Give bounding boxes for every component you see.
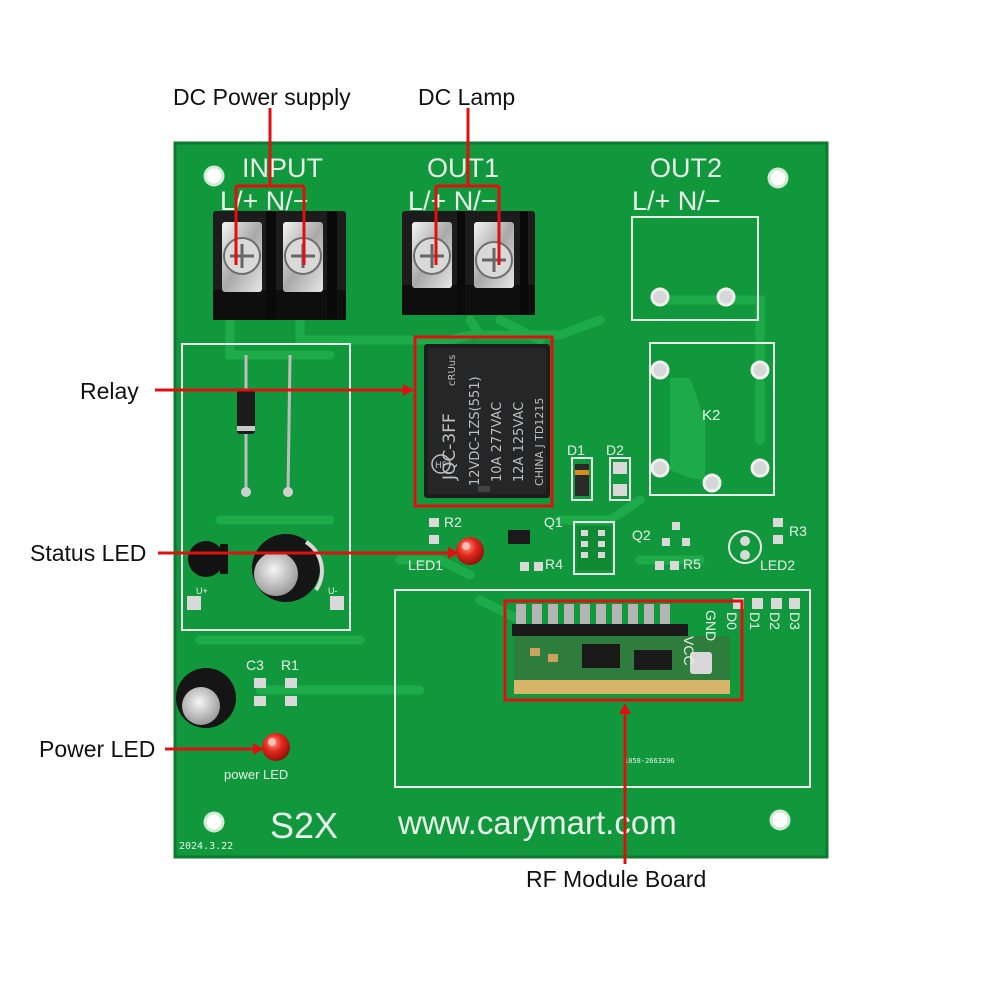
q1-label: Q1 xyxy=(544,514,563,530)
r4-label: R4 xyxy=(545,556,563,572)
relay-component: JQC-3FF 12VDC-1ZS(551) 10A 277VAC 12A 12… xyxy=(424,344,550,498)
relay-brand-logo: HF xyxy=(435,461,447,471)
callout-arrowheads xyxy=(253,384,631,755)
led2-footprint xyxy=(728,530,762,564)
d0-pin-label: D0 xyxy=(724,612,740,630)
electrolytic-capacitor xyxy=(252,534,324,602)
led1-label: LED1 xyxy=(408,557,443,573)
relay-origin-text: CHINA J TD1215 xyxy=(533,398,546,486)
led2-label: LED2 xyxy=(760,557,795,573)
relay-callout: Relay xyxy=(80,378,139,404)
out1-terminal-block xyxy=(402,211,535,315)
r1-label: R1 xyxy=(281,657,299,673)
u-plus-label: U+ xyxy=(196,586,208,596)
k2-label: K2 xyxy=(702,407,720,424)
power-led-component xyxy=(262,733,290,761)
input-terminal-labels: L/+ N/− xyxy=(220,186,309,216)
d1-label: D1 xyxy=(567,442,585,458)
mounting-holes xyxy=(203,165,791,833)
c3-label: C3 xyxy=(246,657,264,673)
c3-r1-pads xyxy=(254,678,297,706)
k2-footprint xyxy=(650,360,770,493)
d3-pin-label: D3 xyxy=(787,612,803,630)
vcc-pin-label: VCC xyxy=(681,636,697,666)
rf-module-highlight-box xyxy=(503,599,744,702)
silkscreen-text: INPUT L/+ N/− OUT1 L/+ N/− OUT2 L/+ N/− … xyxy=(179,153,807,852)
power-led-callout: Power LED xyxy=(39,736,156,762)
output-pin-pads xyxy=(733,598,800,609)
dc-lamp-callout: DC Lamp xyxy=(418,84,516,110)
d2-pin-label: D2 xyxy=(767,612,783,630)
regulator-transistor xyxy=(188,541,228,577)
r3-label: R3 xyxy=(789,523,807,539)
rf-module-component xyxy=(512,604,730,694)
date-label: 2024.3.22 xyxy=(179,841,233,852)
dc-power-supply-callout: DC Power supply xyxy=(173,84,351,110)
flyback-diode xyxy=(237,354,293,497)
d2-pads xyxy=(613,462,627,496)
callout-annotations xyxy=(155,108,744,864)
relay-spec-rating2: 12A 125VAC xyxy=(512,402,527,482)
small-smd-pads xyxy=(429,518,783,571)
status-led-callout: Status LED xyxy=(30,540,147,566)
website-label: www.carymart.com xyxy=(397,804,677,841)
model-label: S2X xyxy=(270,805,338,846)
u-minus-label: U- xyxy=(328,586,338,596)
out2-label: OUT2 xyxy=(650,153,722,183)
d2-label: D2 xyxy=(606,442,624,458)
pad-labels-u xyxy=(187,596,344,610)
q1-transistor xyxy=(508,530,530,544)
input-terminal-block xyxy=(213,211,346,320)
out2-pads xyxy=(650,287,736,307)
power-capacitor xyxy=(176,668,236,728)
status-led-component xyxy=(456,537,484,565)
relay-highlight-box xyxy=(413,335,554,508)
ic-footprint xyxy=(577,526,611,570)
r2-label: R2 xyxy=(444,514,462,530)
q2-label: Q2 xyxy=(632,527,651,543)
rf-code-label: 1058-2663296 xyxy=(624,757,675,765)
input-label: INPUT xyxy=(242,153,323,183)
relay-spec-coil: 12VDC-1ZS(551) xyxy=(468,376,483,486)
gnd-pin-label: GND xyxy=(703,610,719,641)
relay-spec-rating1: 10A 277VAC xyxy=(490,402,505,482)
r5-label: R5 xyxy=(683,556,701,572)
out1-label: OUT1 xyxy=(427,153,499,183)
relay-model-text: JQC-3FF xyxy=(440,413,460,481)
silkscreen-outlines xyxy=(181,216,811,788)
power-led-silk-label: power LED xyxy=(224,767,288,782)
d1-pin-label: D1 xyxy=(747,612,763,630)
relay-cert-text: cRUus xyxy=(447,355,458,386)
d1-diode xyxy=(575,464,589,496)
rf-module-board-callout: RF Module Board xyxy=(526,866,707,892)
out1-terminal-labels: L/+ N/− xyxy=(408,186,497,216)
out2-terminal-labels: L/+ N/− xyxy=(632,186,721,216)
